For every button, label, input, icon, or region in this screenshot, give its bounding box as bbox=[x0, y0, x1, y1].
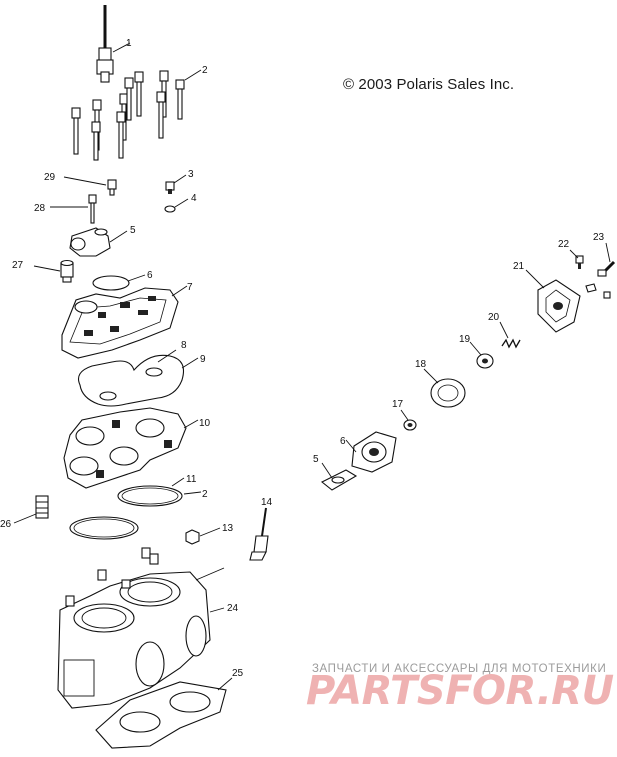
callout-11: 11 bbox=[186, 474, 197, 485]
part-pump-gasket-5 bbox=[320, 469, 358, 491]
part-head-bolts bbox=[71, 70, 185, 161]
callout-29: 29 bbox=[44, 172, 56, 183]
part-temperature-sensor bbox=[96, 5, 114, 83]
callout-26: 26 bbox=[0, 519, 12, 530]
callout-13: 13 bbox=[222, 523, 234, 534]
part-bolt-22 bbox=[575, 255, 584, 269]
part-head-o-ring-2 bbox=[69, 516, 139, 540]
callout-25: 25 bbox=[232, 668, 244, 679]
callout-9: 9 bbox=[200, 354, 206, 365]
part-pump-cover-21 bbox=[537, 279, 581, 333]
watermark-tagline: ЗАПЧАСТИ И АКСЕССУАРЫ ДЛЯ МОТОТЕХНИКИ bbox=[312, 663, 607, 675]
part-spring-20 bbox=[501, 338, 521, 349]
callout-23: 23 bbox=[593, 232, 605, 243]
part-impeller-18 bbox=[430, 378, 466, 408]
callout-21: 21 bbox=[513, 261, 525, 272]
callout-22: 22 bbox=[558, 239, 570, 250]
part-sensor-14 bbox=[249, 507, 269, 561]
callout-4: 4 bbox=[191, 193, 197, 204]
copyright-notice: © 2003 Polaris Sales Inc. bbox=[343, 76, 515, 93]
callout-24: 24 bbox=[227, 603, 239, 614]
part-cover-gasket bbox=[77, 354, 185, 407]
callout-17: 17 bbox=[392, 399, 404, 410]
part-o-ring-6 bbox=[92, 275, 130, 291]
callout-5b: 5 bbox=[313, 454, 319, 465]
callout-20: 20 bbox=[488, 312, 500, 323]
part-fitting-27 bbox=[60, 259, 74, 283]
part-screw-small bbox=[585, 283, 611, 299]
callout-2: 2 bbox=[202, 65, 208, 76]
part-pump-housing-6 bbox=[351, 431, 397, 473]
callout-3: 3 bbox=[188, 169, 194, 180]
callout-2b: 2 bbox=[202, 489, 208, 500]
callout-18: 18 bbox=[415, 359, 427, 370]
callout-14: 14 bbox=[261, 497, 273, 508]
part-fitting-3 bbox=[165, 181, 175, 194]
callout-28: 28 bbox=[34, 203, 46, 214]
callout-10: 10 bbox=[199, 418, 211, 429]
part-bearing-19 bbox=[476, 353, 494, 369]
part-nut-13 bbox=[185, 529, 200, 545]
callout-6b: 6 bbox=[340, 436, 346, 447]
part-bolt-29 bbox=[107, 179, 117, 196]
watermark-logo: PARTSFOR.RU bbox=[306, 668, 614, 714]
part-seal-17 bbox=[403, 419, 417, 431]
callout-1: 1 bbox=[126, 38, 132, 49]
part-head-o-ring-11 bbox=[117, 485, 183, 507]
part-washer-4 bbox=[164, 205, 176, 213]
part-stud-26 bbox=[35, 495, 49, 519]
callout-8: 8 bbox=[181, 340, 187, 351]
part-bolt-28 bbox=[88, 194, 97, 224]
callout-7: 7 bbox=[187, 282, 193, 293]
part-bolt-23 bbox=[597, 260, 616, 277]
callout-19: 19 bbox=[459, 334, 471, 345]
callout-27: 27 bbox=[12, 260, 24, 271]
part-cylinder-block bbox=[57, 547, 211, 709]
part-cylinder-head bbox=[63, 407, 187, 489]
part-base-gasket bbox=[95, 681, 227, 749]
callout-6: 6 bbox=[147, 270, 153, 281]
part-head-cover bbox=[61, 287, 179, 359]
part-thermostat-housing bbox=[69, 227, 111, 257]
callout-5: 5 bbox=[130, 225, 136, 236]
